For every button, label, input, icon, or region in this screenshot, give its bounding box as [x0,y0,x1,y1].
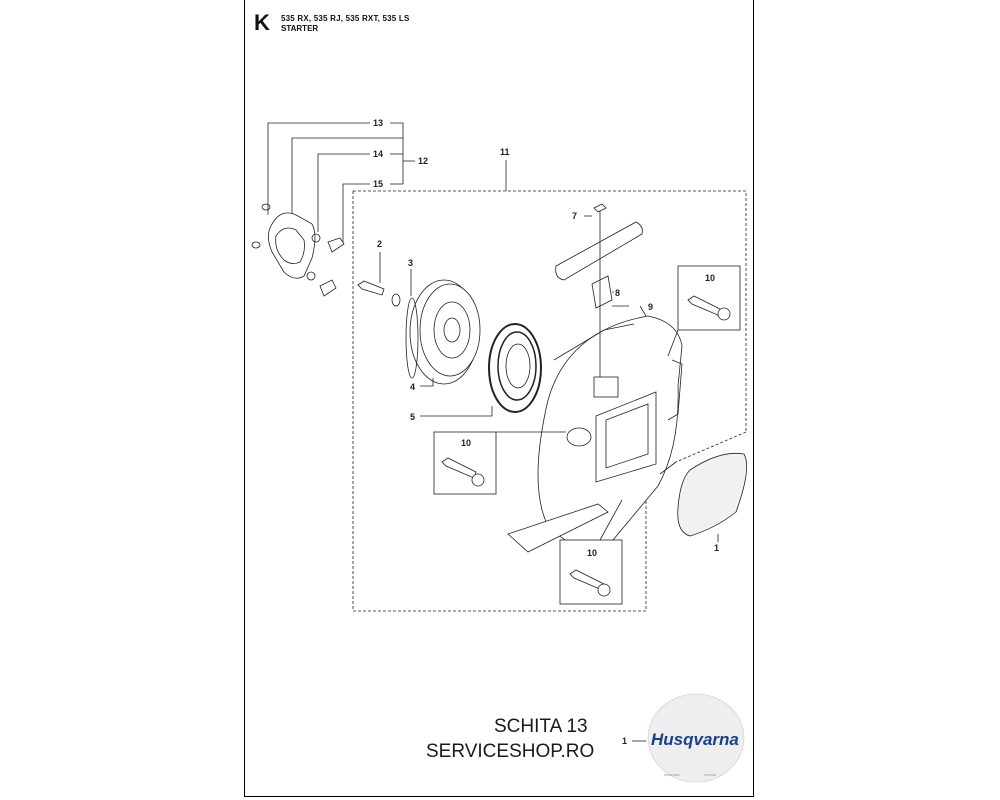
callout-10-left: 10 [461,438,471,448]
decal-1 [677,452,748,537]
recoil-spring-5 [488,323,542,413]
callout-7: 7 [572,211,577,221]
pawl-assembly [251,203,345,297]
callout-12: 12 [418,156,428,166]
svg-text:PATENTED: PATENTED [664,773,680,777]
callout-4: 4 [410,382,415,392]
starter-pulley-4 [405,279,481,385]
section-letter: K [254,10,270,35]
callout-10-bottom: 10 [587,548,597,558]
leader-15 [342,183,370,244]
page-frame [244,0,754,797]
washer-3 [391,293,401,307]
callout-1: 1 [714,543,719,553]
assembly-boundary-11 [353,190,747,432]
bolt-box-10-bottom [559,539,623,605]
callout-3: 3 [408,258,413,268]
callout-1-logo: 1 [622,736,627,746]
model-list: 535 RX, 535 RJ, 535 RXT, 535 LS [281,14,410,23]
callout-15: 15 [373,179,383,189]
callout-8: 8 [615,288,620,298]
starter-handle-8 [555,221,643,309]
leader-13 [267,122,370,215]
assembly-boundary-11-left [352,191,647,612]
brand-logo-text: Husqvarna [651,730,739,749]
caption-serviceshop: SERVICESHOP.RO [426,741,595,762]
callout-13: 13 [373,118,383,128]
caption-schita: SCHITA 13 [494,716,588,737]
bolt-box-10-left [433,431,497,495]
callout-5: 5 [410,412,415,422]
callout-9: 9 [648,302,653,312]
bolt-2 [357,280,385,296]
husqvarna-decal: Husqvarna PATENTED S7VDSD [647,693,745,783]
bolt-box-10-top [677,265,741,331]
leader-14 [317,153,370,232]
callout-14: 14 [373,149,383,159]
starter-housing-9 [507,315,683,553]
svg-text:S7VDSD: S7VDSD [704,773,717,777]
callout-2: 2 [377,239,382,249]
section-title: STARTER [281,24,319,33]
callout-11: 11 [500,147,510,157]
callout-10-top: 10 [705,273,715,283]
